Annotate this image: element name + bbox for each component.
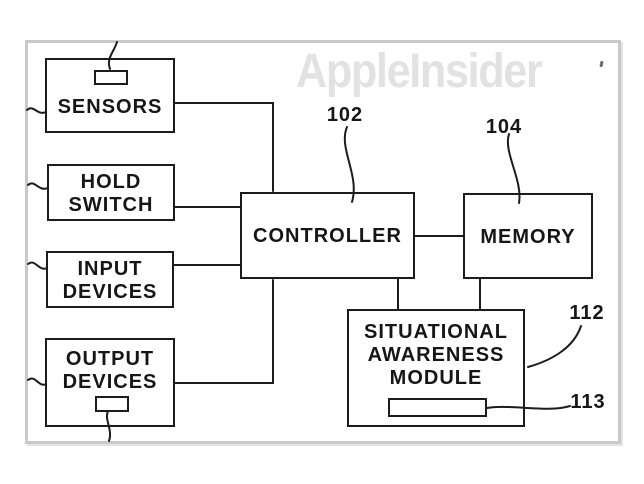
controller-box: CONTROLLER <box>240 192 415 279</box>
appleinsider-watermark: AppleInsider <box>296 45 543 98</box>
hold-switch-label: HOLD SWITCH <box>49 171 173 217</box>
figure-border-frame <box>25 40 621 444</box>
situational-awareness-module-box: SITUATIONAL AWARENESS MODULE <box>347 309 525 427</box>
sensors-sub-block <box>94 70 128 85</box>
input-devices-label-line2: DEVICES <box>62 281 158 303</box>
hold-switch-box: HOLD SWITCH <box>47 164 175 221</box>
output-devices-box: OUTPUT DEVICES <box>45 338 175 427</box>
input-devices-box: INPUT DEVICES <box>46 251 174 308</box>
memory-box: MEMORY <box>463 193 593 279</box>
sam-label-line2: AWARENESS <box>367 344 505 366</box>
sam-sub-block-113 <box>388 398 487 417</box>
controller-label: CONTROLLER <box>253 225 402 247</box>
output-devices-label-line2: DEVICES <box>62 371 158 393</box>
ref-102-controller: 102 <box>326 104 364 126</box>
input-devices-label: INPUT DEVICES <box>48 258 172 304</box>
sam-label-line3: MODULE <box>389 367 483 389</box>
hold-switch-label-line2: SWITCH <box>68 194 154 216</box>
sensors-box: SENSORS <box>45 58 175 133</box>
ref-113-submodule: 113 <box>570 391 606 413</box>
sam-label-line1: SITUATIONAL <box>364 321 508 343</box>
output-devices-sub-block <box>95 396 129 412</box>
ref-104-memory: 104 <box>485 116 523 138</box>
hold-switch-label-line1: HOLD <box>80 171 142 193</box>
ref-112-sam: 112 <box>569 302 605 324</box>
situational-awareness-module-label: SITUATIONAL AWARENESS MODULE <box>349 321 523 390</box>
input-devices-label-line1: INPUT <box>77 258 143 280</box>
sensors-label: SENSORS <box>57 96 163 118</box>
memory-label: MEMORY <box>480 226 576 248</box>
output-devices-label: OUTPUT DEVICES <box>47 348 173 394</box>
output-devices-label-line1: OUTPUT <box>65 348 155 370</box>
